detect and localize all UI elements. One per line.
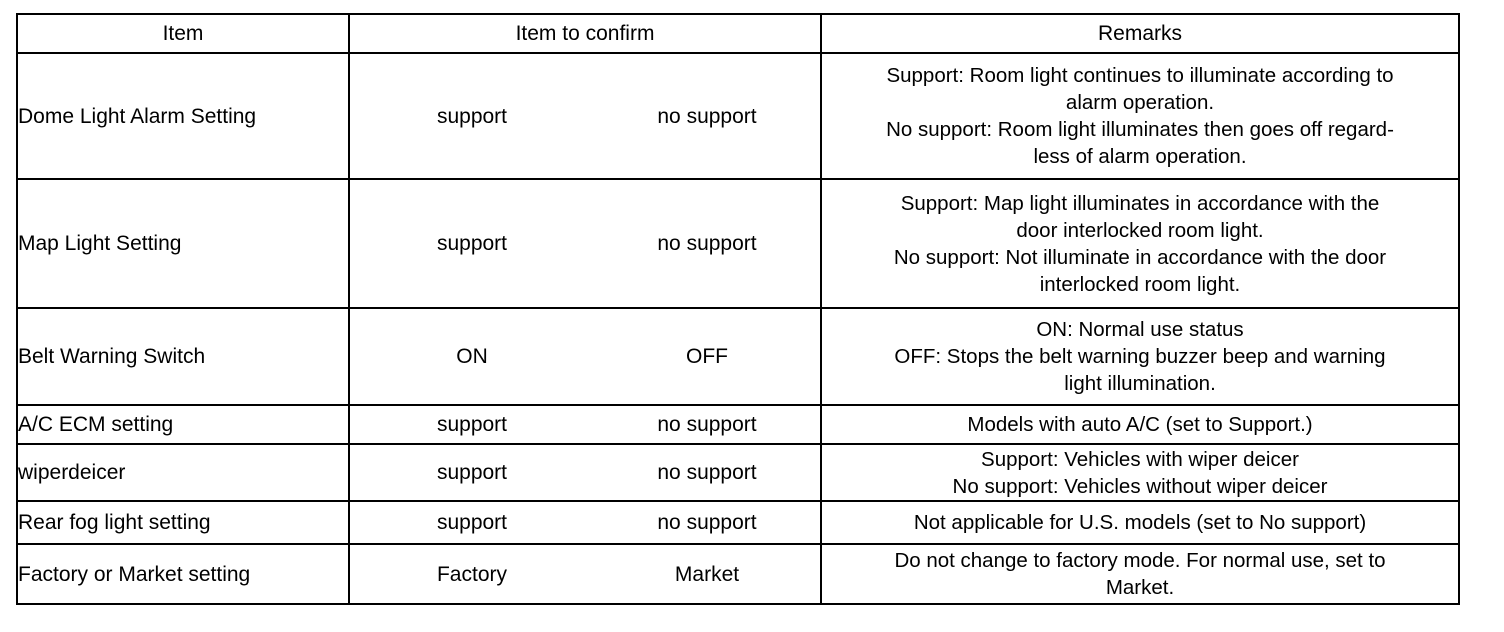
column-header-item-to-confirm: Item to confirm: [348, 13, 822, 54]
remark-line: Models with auto A/C (set to Support.): [967, 413, 1313, 436]
vehicle-settings-table: Item Item to confirm Remarks Dome Light …: [16, 13, 1460, 605]
remark-line: Not applicable for U.S. models (set to N…: [913, 511, 1367, 534]
remark-line: Support: Vehicles with wiper deicer: [981, 447, 1299, 471]
confirm-option-b[interactable]: OFF: [686, 345, 728, 368]
table-body: Dome Light Alarm Setting support no supp…: [16, 52, 1460, 605]
row-confirm-options: ON OFF: [348, 307, 822, 406]
confirm-option-a[interactable]: support: [436, 104, 508, 128]
column-header-item: Item: [16, 13, 350, 54]
confirm-option-a[interactable]: support: [436, 232, 508, 255]
row-remarks: Do not change to factory mode. For norma…: [820, 543, 1460, 605]
remark-line: Do not change to factory mode. For norma…: [894, 549, 1386, 572]
remark-line: ON: Normal use status: [1036, 318, 1244, 341]
table-row: A/C ECM setting support no support Model…: [16, 404, 1460, 445]
confirm-option-a[interactable]: ON: [456, 345, 488, 368]
row-remarks: ON: Normal use status OFF: Stops the bel…: [820, 307, 1460, 406]
row-item-name: Factory or Market setting: [16, 543, 350, 605]
remark-line: Support: Map light illuminates in accord…: [900, 191, 1380, 215]
table-header: Item Item to confirm Remarks: [16, 13, 1460, 54]
row-confirm-options: support no support: [348, 404, 822, 445]
confirm-option-a[interactable]: Factory: [436, 562, 507, 586]
remark-line: light illumination.: [1064, 372, 1216, 395]
table-row: wiperdeicer support no support Support: …: [16, 443, 1460, 502]
confirm-option-a[interactable]: support: [436, 413, 508, 436]
row-confirm-options: support no support: [348, 443, 822, 502]
table-row: Map Light Setting support no support Sup…: [16, 178, 1460, 309]
row-confirm-options: support no support: [348, 178, 822, 309]
row-remarks: Not applicable for U.S. models (set to N…: [820, 500, 1460, 545]
row-confirm-options: support no support: [348, 52, 822, 180]
header-row: Item Item to confirm Remarks: [16, 13, 1460, 54]
table-row: Rear fog light setting support no suppor…: [16, 500, 1460, 545]
confirm-option-b[interactable]: Market: [674, 562, 740, 586]
remark-line: interlocked room light.: [1039, 272, 1241, 296]
row-remarks: Models with auto A/C (set to Support.): [820, 404, 1460, 445]
row-remarks: Support: Vehicles with wiper deicer No s…: [820, 443, 1460, 502]
remark-line: Market.: [1105, 576, 1175, 599]
confirm-option-b[interactable]: no support: [657, 511, 757, 534]
column-header-remarks: Remarks: [820, 13, 1460, 54]
remark-line: Support: Room light continues to illumin…: [886, 64, 1394, 87]
confirm-option-b[interactable]: no support: [657, 104, 757, 128]
table-row: Belt Warning Switch ON OFF ON: Normal us…: [16, 307, 1460, 406]
row-item-name: Rear fog light setting: [16, 500, 350, 545]
row-item-name: Map Light Setting: [16, 178, 350, 309]
confirm-option-a[interactable]: support: [436, 511, 508, 534]
remark-line: door interlocked room light.: [1016, 218, 1264, 242]
confirm-option-b[interactable]: no support: [657, 413, 757, 436]
remark-line: OFF: Stops the belt warning buzzer beep …: [894, 345, 1386, 368]
row-remarks: Support: Map light illuminates in accord…: [820, 178, 1460, 309]
table-row: Dome Light Alarm Setting support no supp…: [16, 52, 1460, 180]
remark-line: less of alarm operation.: [1033, 145, 1247, 168]
confirm-option-a[interactable]: support: [436, 461, 508, 484]
row-item-name: Dome Light Alarm Setting: [16, 52, 350, 180]
confirm-option-b[interactable]: no support: [657, 461, 757, 484]
row-remarks: Support: Room light continues to illumin…: [820, 52, 1460, 180]
row-confirm-options: support no support: [348, 500, 822, 545]
row-item-name: A/C ECM setting: [16, 404, 350, 445]
row-item-name: wiperdeicer: [16, 443, 350, 502]
remark-line: No support: Vehicles without wiper deice…: [952, 474, 1328, 498]
row-item-name: Belt Warning Switch: [16, 307, 350, 406]
remark-line: No support: Room light illuminates then …: [886, 118, 1394, 141]
remark-line: alarm operation.: [1065, 91, 1215, 114]
row-confirm-options: Factory Market: [348, 543, 822, 605]
table-row: Factory or Market setting Factory Market…: [16, 543, 1460, 605]
confirm-option-b[interactable]: no support: [657, 232, 757, 255]
remark-line: No support: Not illuminate in accordance…: [893, 245, 1387, 269]
